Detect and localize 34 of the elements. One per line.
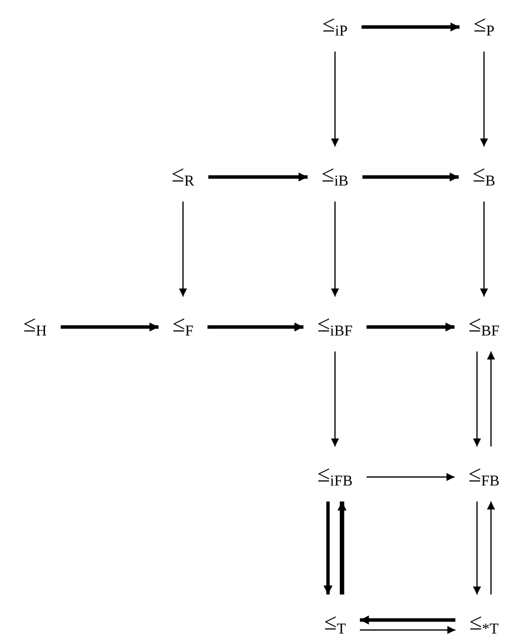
arrow <box>487 352 495 446</box>
arrow <box>331 202 339 296</box>
relation-symbol: ≤$_{iFB}$ <box>317 462 353 486</box>
relation-symbol: ≤$_{R}$ <box>172 162 194 186</box>
relation-symbol: ≤$_{H}$ <box>23 312 47 336</box>
arrow <box>360 626 456 634</box>
arrow <box>60 322 159 332</box>
relation-symbol: ≤$_{F}$ <box>172 312 194 336</box>
relation-symbol: ≤$_{iP}$ <box>322 12 348 36</box>
relation-symbol: ≤$_{*T}$ <box>469 610 499 634</box>
arrow <box>366 322 454 332</box>
relation-symbol: ≤$_{FB}$ <box>468 462 500 486</box>
arrow <box>362 22 460 32</box>
arrow <box>366 473 454 481</box>
arrow <box>208 172 308 182</box>
arrow <box>480 202 488 296</box>
relation-symbol: ≤$_{T}$ <box>324 610 346 634</box>
arrow <box>179 202 187 296</box>
relation-symbol: ≤$_{P}$ <box>474 12 494 36</box>
arrow <box>473 352 481 446</box>
arrow <box>331 52 339 146</box>
arrow <box>473 502 481 594</box>
arrow <box>338 502 346 594</box>
relation-symbol: ≤$_{B}$ <box>472 162 496 186</box>
arrow <box>487 502 495 594</box>
relation-symbol: ≤$_{iBF}$ <box>317 312 353 336</box>
arrow <box>331 352 339 446</box>
arrow <box>207 322 304 332</box>
arrow <box>480 52 488 146</box>
arrow <box>362 172 459 182</box>
arrow <box>324 502 332 594</box>
relation-symbol: ≤$_{BF}$ <box>468 312 500 336</box>
relation-symbol: ≤$_{iB}$ <box>322 162 348 186</box>
arrow <box>360 616 456 624</box>
